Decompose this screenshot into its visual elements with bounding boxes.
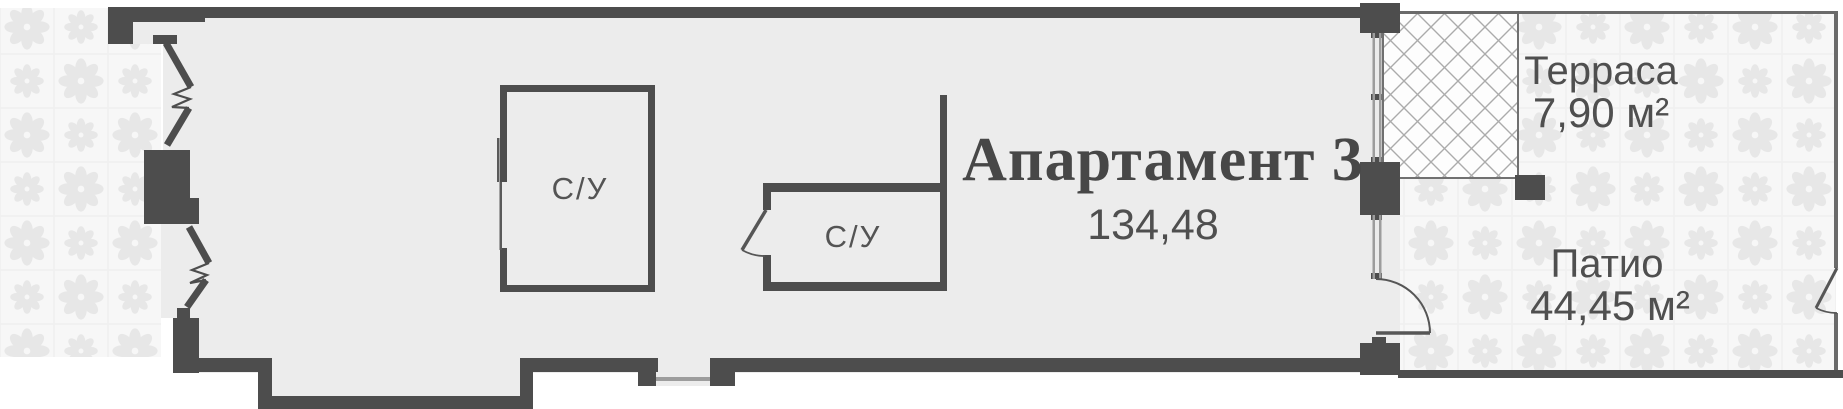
left-bottom-pillar-stub (177, 308, 190, 320)
zigzag2-lower (184, 277, 209, 310)
left-mid-pillar-lower (144, 198, 199, 224)
windows (656, 33, 1382, 381)
zigzag1-upper (162, 41, 195, 89)
patio-bottom-wall (1398, 370, 1843, 378)
su2-wall-top (763, 183, 947, 192)
su1-wall-left-upper (500, 85, 507, 182)
su2-door-arc (741, 249, 766, 257)
left-mid-pillar-upper (144, 150, 190, 202)
window-stub (1371, 33, 1382, 38)
bottom-recess-window (656, 377, 710, 381)
folding-windows (162, 41, 213, 310)
doors (740, 209, 1839, 335)
su1-wall-top (500, 85, 655, 92)
zigzag1-lower (163, 106, 193, 147)
su2-wall-left-upper (763, 183, 771, 210)
bottom-wall-d (735, 358, 1362, 372)
terrace-top-border (1398, 11, 1836, 14)
right-window-1-line (1372, 33, 1375, 162)
apartment-area: 134,48 (1087, 201, 1219, 249)
recess-left-jamb (638, 358, 656, 386)
zigzag1-break (170, 85, 194, 110)
top-wall-thick-left (130, 7, 205, 22)
zigzag2-break (188, 261, 210, 285)
bottom-wall-low (258, 396, 533, 409)
right-mid-pillar (1360, 162, 1400, 215)
patio-name: Патио (1550, 242, 1663, 286)
left-bottom-pillar (173, 318, 199, 373)
patio-gate-leaf (1814, 267, 1839, 309)
window-stub (1371, 273, 1382, 279)
patio-right-border-upper (1834, 11, 1838, 268)
bottom-wall-c (520, 358, 658, 372)
su2-partition-wall (940, 95, 947, 291)
room-label-su2: С/У (825, 219, 882, 254)
patio-borders (1398, 11, 1838, 377)
window-stub (1371, 157, 1382, 162)
su2-wall-bottom (763, 282, 947, 291)
right-window-2-line (1372, 215, 1375, 279)
right-window-1-line (1379, 33, 1382, 162)
patio-right-border-lower (1834, 313, 1838, 377)
terrace-name: Терраса (1524, 49, 1678, 93)
apartment-floor (108, 7, 1400, 408)
patio-area: 44,45 м² (1530, 282, 1690, 329)
zigzag1-top-stub (153, 35, 177, 44)
terrace-area: 7,90 м² (1533, 89, 1669, 136)
right-top-pillar (1360, 3, 1400, 33)
right-bottom-pillar-stub (1372, 337, 1386, 345)
su1-wall-left-lower (500, 248, 507, 292)
left-garden-area (0, 8, 161, 357)
top-left-corner-pillar (108, 7, 133, 44)
window-stub (1371, 215, 1382, 220)
window-stub (1371, 94, 1382, 100)
walls (108, 3, 1843, 409)
right-window-2-line (1379, 215, 1382, 279)
terrace-pillar (1515, 175, 1545, 200)
recess-right-jamb (710, 358, 735, 386)
su2-wall-left-lower (763, 255, 771, 291)
patio-door-arc (1375, 278, 1431, 334)
patio-gate-arc (1815, 307, 1838, 314)
su1-sliding-track (499, 182, 502, 250)
terrace-deck-hatch (1382, 11, 1519, 179)
zigzag2-upper (185, 225, 213, 265)
su1-wall-right (648, 85, 655, 292)
room-label-su1: С/У (552, 171, 609, 206)
su2-door-leaf (740, 209, 768, 251)
apartment-title: Апартамент 3 (962, 126, 1364, 194)
bottom-wall-a (197, 358, 272, 372)
top-wall (130, 7, 1362, 18)
su1-sliding-door (497, 138, 502, 250)
su1-wall-bottom (500, 285, 655, 292)
right-bottom-pillar (1360, 343, 1400, 375)
su1-sliding-panel (497, 138, 500, 182)
